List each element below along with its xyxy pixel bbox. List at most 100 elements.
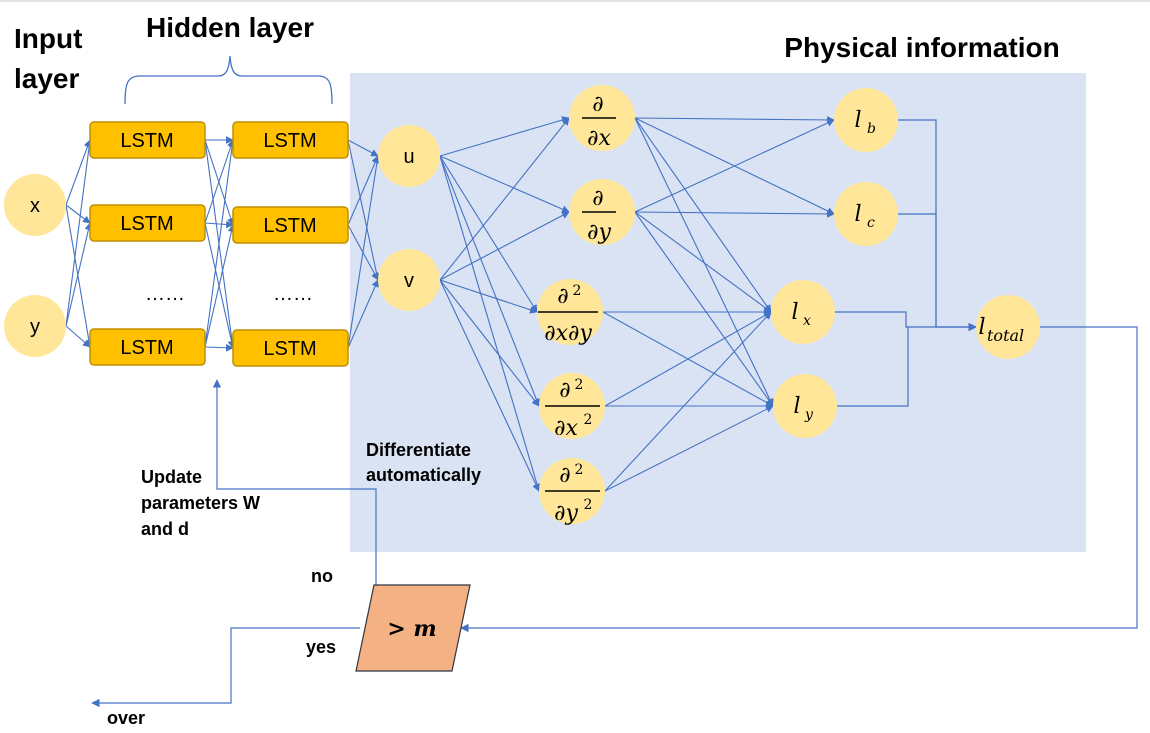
edge-10 [204, 220, 234, 229]
branch-label-no: no [311, 566, 333, 586]
edge-19 [347, 155, 381, 349]
output-node-v [378, 249, 440, 311]
loss-ltotal-symbol: l [978, 315, 985, 340]
loss-lc-subscript: c [867, 215, 875, 231]
edge-3 [65, 139, 93, 327]
loss-node-lx [771, 280, 835, 344]
derivative-dy2-denominator: ∂y [554, 501, 578, 526]
edge-16 [347, 139, 381, 281]
lstm-cell-2-3-label: LSTM [263, 338, 316, 360]
loss-lc-symbol: l [854, 202, 861, 227]
lstm-cell-2-3 [232, 329, 349, 367]
edge-27 [439, 211, 570, 281]
edge-24 [439, 155, 541, 407]
edge-38 [634, 211, 774, 407]
lstm-cell-1-1 [89, 121, 206, 159]
edge-43 [604, 311, 772, 492]
edge-1 [65, 204, 91, 224]
derivative-dx-numerator: ∂ [592, 92, 603, 117]
decision-threshold-box [355, 584, 471, 672]
edge-23 [439, 155, 538, 313]
derivative-dx2-exponent: 2 [575, 377, 584, 393]
derivative-dy-numerator: ∂ [592, 186, 603, 211]
edge-33 [634, 117, 772, 313]
edge-29 [439, 279, 540, 407]
edge-4 [65, 222, 93, 327]
input-layer-title-line2: layer [14, 63, 79, 94]
loss-lb-symbol: l [854, 108, 861, 133]
derivative-dxdy-denominator: ∂x∂y [544, 321, 592, 346]
loss-ly-subscript: y [804, 407, 814, 423]
edge-41 [604, 311, 772, 407]
edge-5 [65, 325, 91, 348]
lstm-cell-2-1-label: LSTM [263, 130, 316, 152]
edge-12 [204, 139, 236, 348]
edge-17 [347, 155, 379, 226]
update-parameters-line1: Update [141, 467, 202, 487]
edge-44 [604, 405, 774, 492]
edge-0 [65, 139, 92, 206]
loss-node-ly [773, 374, 837, 438]
derivative-dx2-numerator: ∂ [559, 378, 570, 403]
lstm-cell-1-3 [89, 328, 206, 366]
derivative-dy-denominator: ∂y [587, 220, 611, 245]
derivative-dx2-denominator-exponent: 2 [584, 412, 593, 428]
loss-ly-symbol: l [793, 394, 800, 419]
derivative-dxdy-exponent: 2 [573, 283, 582, 299]
loss-lb-subscript: b [867, 121, 876, 137]
derivative-dxdy-numerator: ∂ [557, 284, 568, 309]
lstm-column-2-ellipsis: …… [273, 283, 313, 305]
edge-34 [634, 117, 774, 407]
lstm-cell-1-1-label: LSTM [120, 130, 173, 152]
edge-21 [439, 116, 570, 157]
update-parameters-line2: parameters W [141, 493, 260, 513]
edges-group [65, 116, 1138, 708]
derivative-dy2-numerator: ∂ [559, 463, 570, 488]
loss-node-lb [834, 88, 898, 152]
lstm-cell-2-2-label: LSTM [263, 215, 316, 237]
edge-50 [212, 379, 377, 585]
input-node-y-label: y [30, 316, 40, 338]
edge-36 [634, 210, 835, 218]
edge-20 [347, 279, 379, 349]
output-node-u-label: u [403, 146, 414, 168]
loss-ltotal-subscript: total [987, 326, 1024, 345]
derivative-dy2-exponent: 2 [575, 462, 584, 478]
edge-46 [898, 213, 937, 327]
termination-label-over: over [107, 708, 145, 728]
edge-35 [634, 119, 835, 213]
edge-37 [634, 211, 772, 313]
branch-label-yes: yes [306, 637, 336, 657]
edge-9 [204, 139, 235, 224]
edge-51 [91, 627, 360, 708]
input-node-x-label: x [30, 195, 40, 217]
edge-13 [204, 224, 236, 348]
edge-47 [835, 311, 977, 332]
edge-49 [460, 326, 1138, 633]
output-node-u [378, 125, 440, 187]
edge-14 [204, 343, 234, 352]
lstm-column-1-ellipsis: …… [145, 283, 185, 305]
update-parameters-line3: and d [141, 519, 189, 539]
edge-22 [439, 155, 570, 213]
edge-26 [439, 117, 570, 281]
loss-node-lc [834, 182, 898, 246]
output-node-v-label: v [404, 270, 414, 292]
edge-30 [439, 279, 540, 492]
lstm-cell-1-2 [89, 204, 206, 242]
differentiate-automatically-line2: automatically [366, 465, 481, 485]
edge-48 [837, 327, 909, 407]
hidden-layer-brace [124, 55, 333, 105]
derivative-dx2-denominator: ∂x [554, 416, 578, 441]
derivative-dy2-denominator-exponent: 2 [584, 497, 593, 513]
lstm-cell-1-3-label: LSTM [120, 337, 173, 359]
input-node-x [4, 174, 66, 236]
edge-31 [634, 116, 835, 124]
input-node-y [4, 295, 66, 357]
lstm-cell-2-1 [232, 121, 349, 159]
derivative-dx-denominator: ∂x [587, 126, 611, 151]
edge-28 [439, 279, 538, 314]
differentiate-automatically-line1: Differentiate [366, 440, 471, 460]
